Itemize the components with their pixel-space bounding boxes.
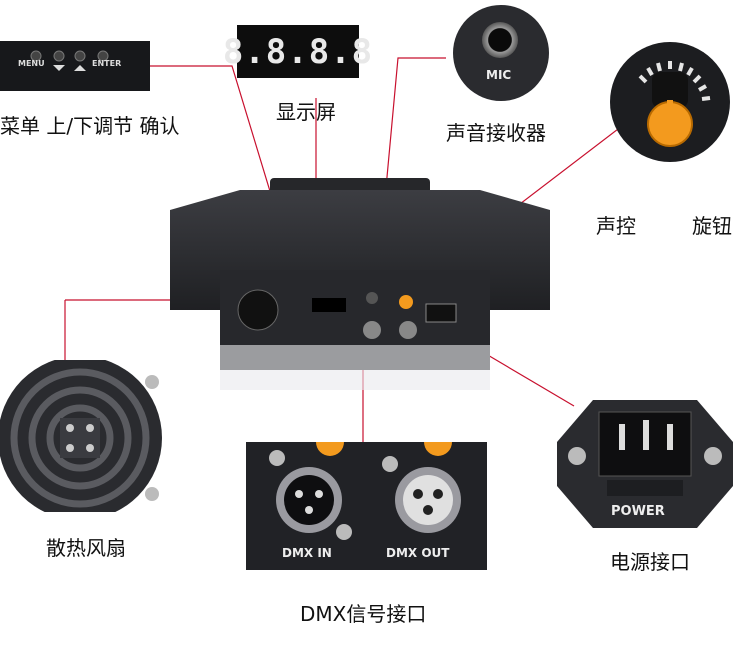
up-arrow-icon	[74, 65, 86, 71]
enter-button-label: ENTER	[92, 59, 122, 68]
knob-scale-graphic	[638, 61, 711, 147]
fan-icon	[0, 360, 162, 512]
knob-closeup	[610, 42, 730, 162]
power-text: POWER	[611, 504, 665, 519]
fan-closeup	[0, 360, 176, 512]
down-arrow-icon	[53, 65, 65, 71]
menu-buttons-graphic	[30, 50, 109, 71]
mic-callout-label: 声音接收器	[446, 121, 546, 145]
dmx-connectors-graphic	[269, 442, 461, 540]
power-callout-label: 电源接口	[610, 550, 690, 574]
dmx-closeup: DMX IN DMX OUT	[246, 442, 487, 570]
mic-text: MIC	[486, 68, 512, 82]
menu-callout-label: 菜单 上/下调节 确认	[0, 114, 180, 138]
menu-panel-closeup: MENU ENTER	[0, 41, 150, 91]
fan-callout-label: 散热风扇	[46, 536, 126, 560]
menu-button-label: MENU	[18, 59, 45, 68]
power-socket-graphic	[557, 400, 733, 528]
display-callout-label: 显示屏	[276, 100, 336, 124]
knob-label: 旋钮	[692, 214, 732, 238]
mic-icon	[482, 22, 518, 58]
dmx-callout-label: DMX信号接口	[300, 602, 427, 626]
dmx-out-text: DMX OUT	[386, 546, 450, 560]
device-graphic	[170, 178, 550, 390]
display-closeup: 8.8.8.8	[223, 25, 372, 78]
display-digits: 8.8.8.8	[222, 31, 374, 72]
mic-closeup: MIC	[453, 5, 549, 101]
power-closeup: POWER	[555, 394, 735, 532]
sound-control-label: 声控	[596, 214, 636, 238]
device-body	[150, 170, 570, 390]
dmx-in-text: DMX IN	[282, 546, 332, 560]
